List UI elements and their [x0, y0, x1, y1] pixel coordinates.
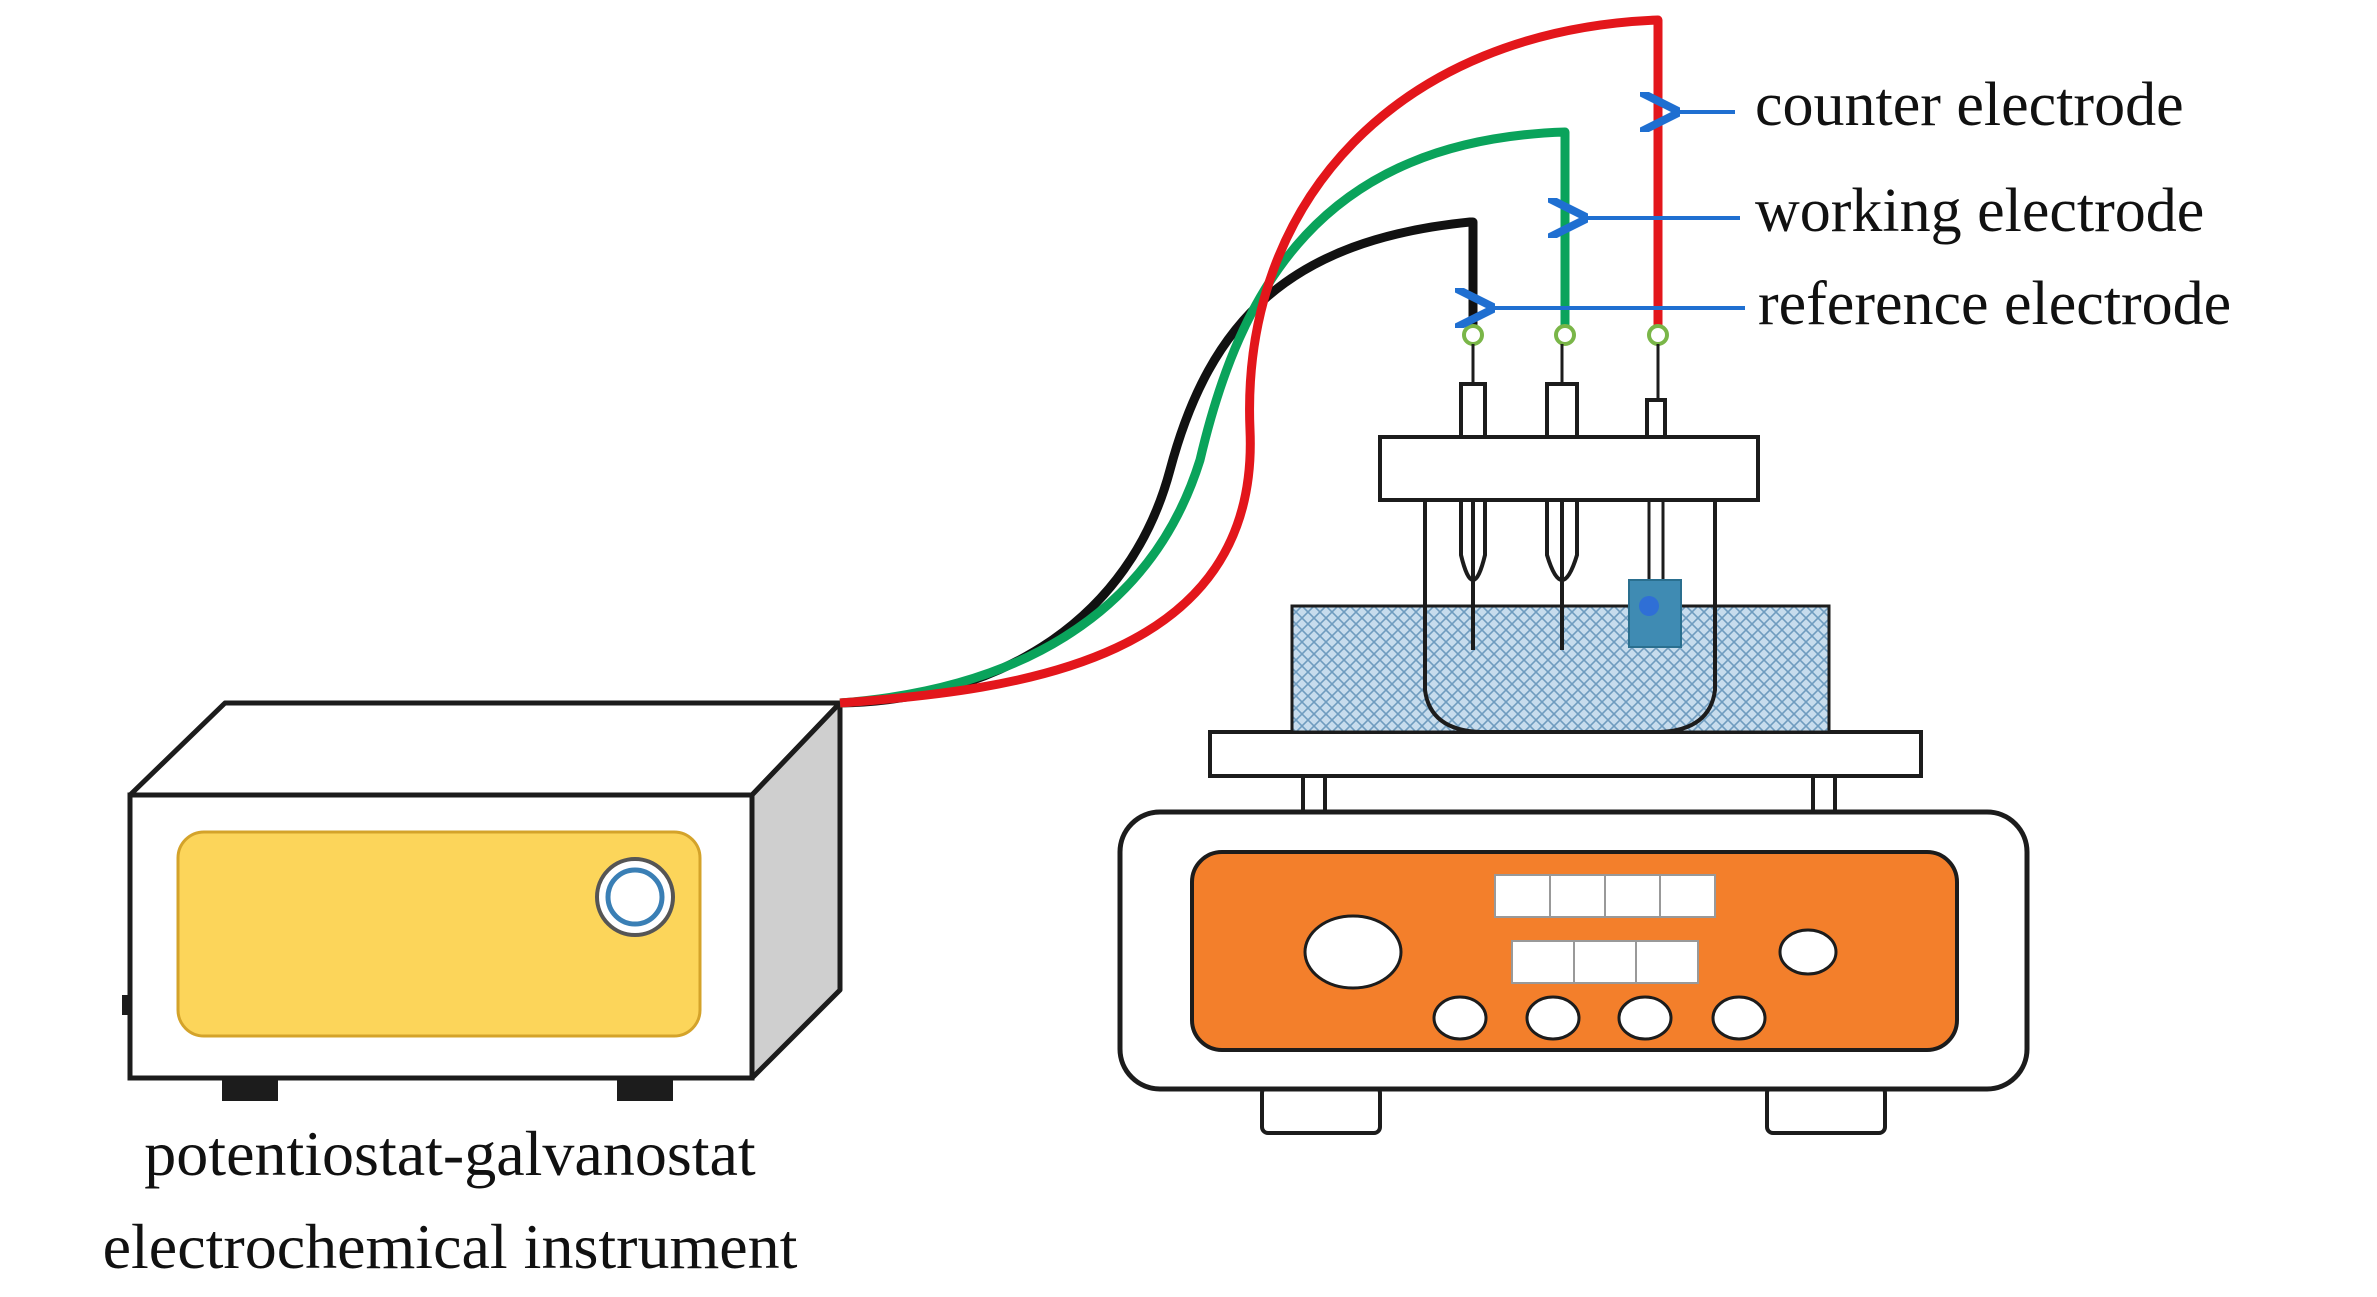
- display-cell: [1635, 940, 1699, 984]
- counter-electrode-sample-spot: [1639, 596, 1659, 616]
- stirrer-knob-large: [1303, 914, 1403, 990]
- counter-wire: [839, 15, 1663, 708]
- instrument-top-face: [127, 700, 843, 798]
- display-cell: [1659, 874, 1716, 918]
- stirrer-display-top: [1494, 874, 1716, 918]
- stirrer-hotplate: [1117, 730, 2030, 1135]
- display-cell: [1549, 874, 1606, 918]
- plate-support-left: [1301, 772, 1327, 816]
- beaker: [1423, 492, 1717, 734]
- display-cell: [1511, 940, 1575, 984]
- reference-electrode-label: reference electrode: [1758, 270, 2231, 338]
- instrument-knob-inner: [605, 867, 665, 927]
- display-cell: [1573, 940, 1637, 984]
- potentiostat-instrument: [122, 700, 843, 1101]
- working-electrode: [1545, 382, 1579, 650]
- cell-lid: [1378, 435, 1760, 502]
- instrument-label-line1: potentiostat-galvanostat: [144, 1118, 756, 1189]
- stirrer-foot-left: [1260, 1085, 1382, 1135]
- working-wire: [839, 127, 1570, 708]
- reference-connector: [1462, 324, 1484, 346]
- reference-electrode: [1459, 382, 1487, 650]
- stirrer-knob-small: [1778, 928, 1838, 976]
- instrument-side-nub: [122, 995, 131, 1015]
- stirrer-button: [1617, 995, 1673, 1041]
- stirrer-button: [1711, 995, 1767, 1041]
- counter-electrode-label: counter electrode: [1755, 71, 2184, 139]
- wires: [839, 15, 1669, 708]
- plate-support-right: [1811, 772, 1837, 816]
- working-connector: [1554, 324, 1576, 346]
- electrochemical-cell: [1290, 382, 1831, 734]
- instrument-label-line2: electrochemical instrument: [103, 1211, 798, 1282]
- stirrer-display-bottom: [1511, 940, 1699, 984]
- counter-connector: [1647, 324, 1669, 346]
- counter-electrode: [1628, 398, 1682, 648]
- working-electrode-label: working electrode: [1755, 177, 2204, 245]
- working-electrode-cap: [1545, 382, 1579, 439]
- display-cell: [1604, 874, 1661, 918]
- callouts: [1487, 112, 1745, 308]
- instrument-display-panel: [176, 830, 702, 1038]
- counter-electrode-cap: [1645, 398, 1667, 439]
- stirrer-button: [1432, 995, 1488, 1041]
- stirrer-button: [1525, 995, 1581, 1041]
- reference-electrode-cap: [1459, 382, 1487, 439]
- display-cell: [1494, 874, 1551, 918]
- stirrer-foot-right: [1765, 1085, 1887, 1135]
- stirrer-top-plate: [1208, 730, 1923, 778]
